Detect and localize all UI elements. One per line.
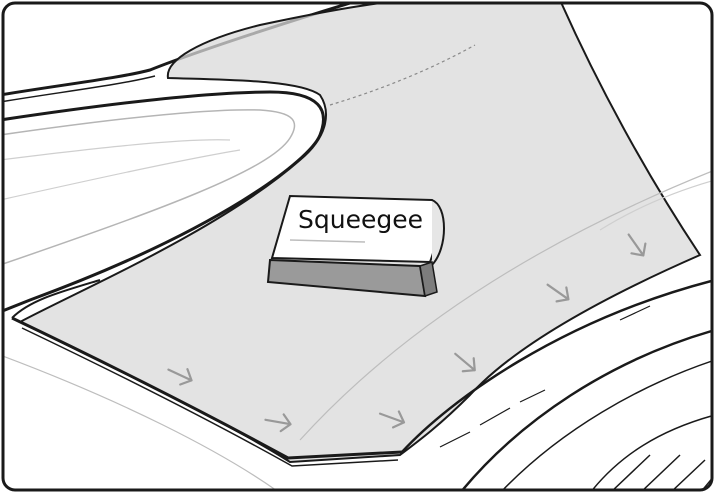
squeegee-label: Squeegee — [298, 205, 423, 234]
squeegee: Squeegee — [268, 196, 444, 296]
